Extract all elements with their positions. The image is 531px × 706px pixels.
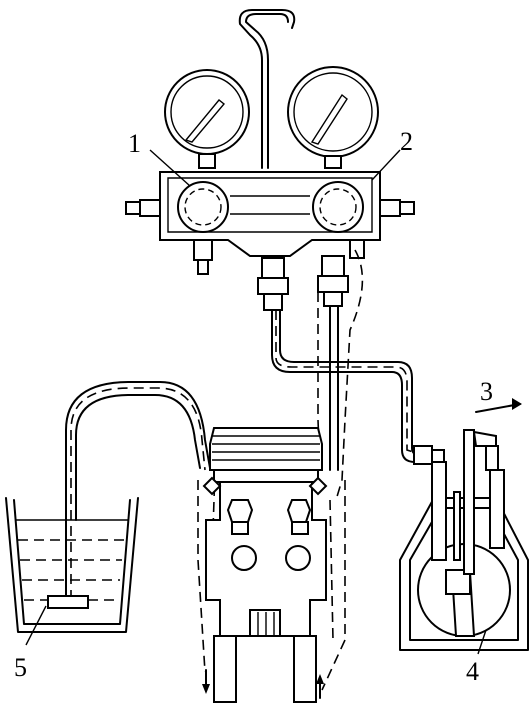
leader-lines (25, 149, 401, 646)
label-5: 5 (14, 653, 27, 682)
label-1: 1 (128, 129, 141, 158)
label-2: 2 (400, 127, 413, 156)
compressor-unit (399, 398, 529, 655)
liquid-container (5, 497, 139, 633)
label-3: 3 (480, 377, 493, 406)
low-pressure-gauge (164, 69, 250, 169)
manifold-body (125, 171, 415, 311)
hose-to-compressor (271, 309, 431, 463)
hanger-hook (238, 9, 296, 169)
hose-from-container (65, 381, 211, 521)
charging-unit (202, 427, 328, 703)
high-pressure-gauge (287, 66, 379, 169)
label-4: 4 (466, 657, 479, 686)
manifold-gauge-set (125, 9, 415, 311)
hoses (65, 249, 433, 691)
